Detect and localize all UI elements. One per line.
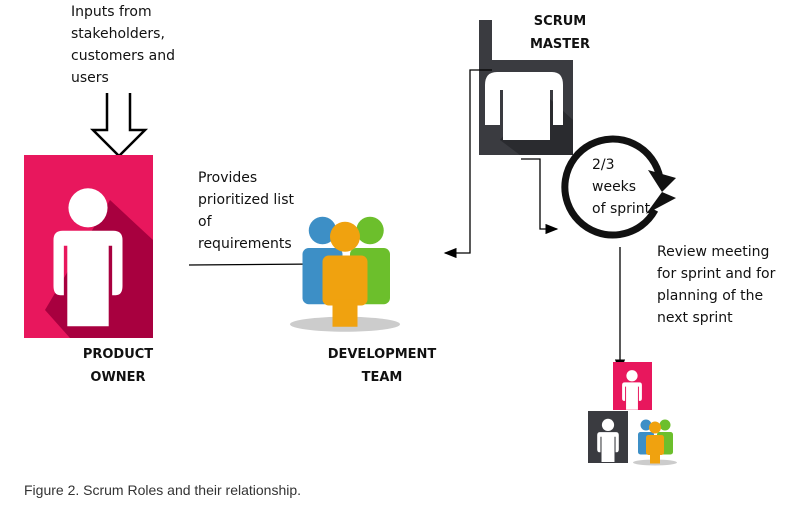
development-team-icon [290, 216, 400, 332]
input-arrow [89, 93, 149, 158]
master-to-sprint-arrow [521, 158, 559, 235]
sprint-cycle-icon [561, 135, 676, 239]
scrum-master-icon [479, 20, 573, 155]
requirements-arrow [188, 258, 320, 270]
small-scrum-master-icon [588, 411, 628, 463]
small-product-owner-icon [613, 362, 652, 410]
master-to-team-arrow [443, 69, 492, 259]
figure-caption: Figure 2. Scrum Roles and their relation… [24, 482, 302, 498]
small-team-icon [633, 419, 677, 466]
product-owner-icon [24, 155, 153, 338]
